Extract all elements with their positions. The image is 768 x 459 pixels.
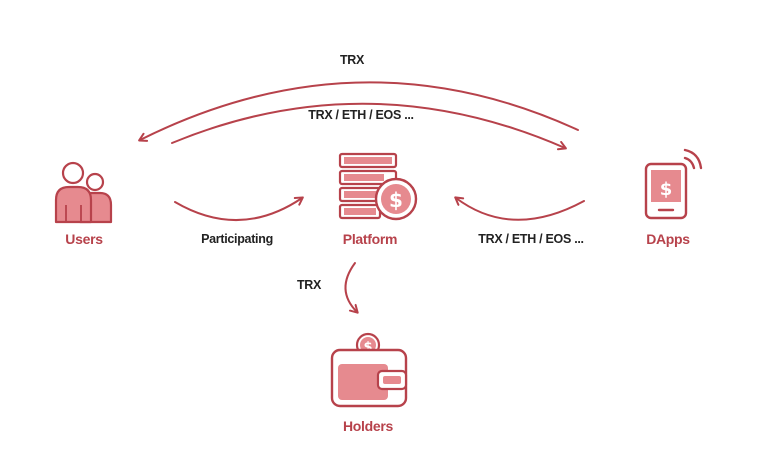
arrow-dapps-to-platform <box>454 196 585 221</box>
users-label: Users <box>65 231 103 247</box>
arrow-users-to-dapps <box>171 102 567 151</box>
svg-text:$: $ <box>389 188 403 212</box>
svg-text:$: $ <box>660 179 673 200</box>
mobile-payment-icon: $ <box>644 148 703 220</box>
edge-label-dapps-to-platform: TRX / ETH / EOS ... <box>478 232 584 246</box>
holders-label: Holders <box>342 418 394 434</box>
users-icon <box>54 161 113 224</box>
arrow-dapps-to-users <box>138 81 579 142</box>
wallet-coin-icon: $ <box>330 332 408 408</box>
coin-stack-icon: $ <box>338 152 418 221</box>
svg-text:$: $ <box>363 340 372 355</box>
edge-label-users-to-dapps: TRX / ETH / EOS ... <box>308 108 414 122</box>
edge-label-platform-to-holders: TRX <box>296 278 322 292</box>
edge-label-dapps-to-users: TRX <box>339 53 365 67</box>
edge-label-users-to-platform: Participating <box>201 232 273 246</box>
platform-label: Platform <box>342 231 398 247</box>
arrow-platform-to-holders <box>344 262 359 314</box>
arrow-users-to-platform <box>174 196 304 221</box>
dapps-label: DApps <box>646 231 690 247</box>
